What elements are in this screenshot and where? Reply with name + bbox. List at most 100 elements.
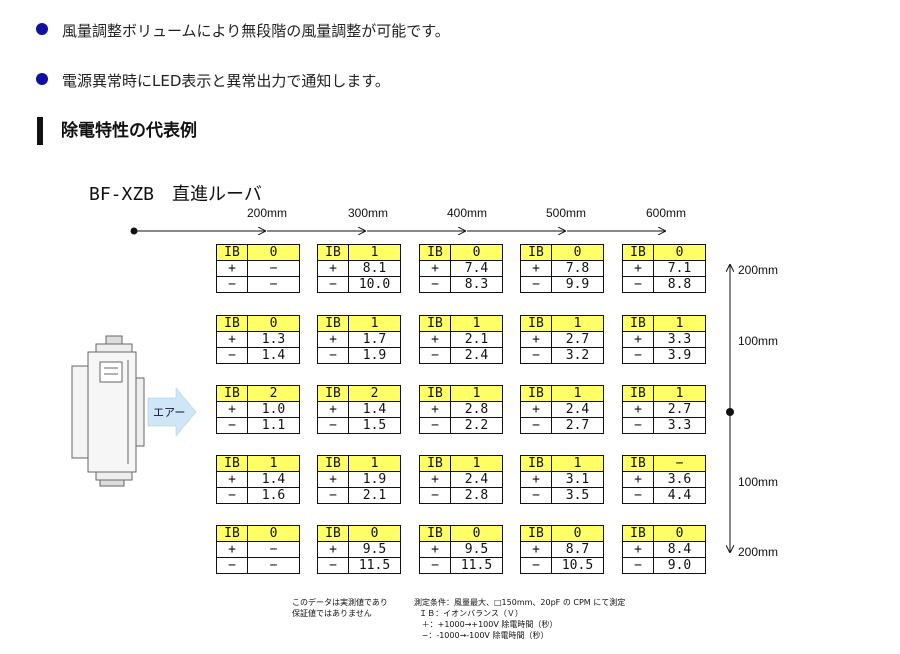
cell-key-ib: IB xyxy=(622,525,654,542)
cell-key-plus: + xyxy=(216,260,248,277)
cell-value-plus: 8.7 xyxy=(551,541,604,558)
cell-key-plus: + xyxy=(622,331,654,348)
distance-label-600: 600mm xyxy=(646,206,687,220)
cell-value-ib: 1 xyxy=(450,315,503,332)
cell-row-plus: +1.9 xyxy=(317,471,401,488)
cell-key-plus: + xyxy=(216,401,248,418)
cell-key-plus: + xyxy=(520,541,552,558)
side-label-bottom-100: 100mm xyxy=(738,475,779,489)
cell-key-minus: − xyxy=(520,557,552,574)
cell-value-plus: 3.1 xyxy=(551,471,604,488)
cell-row-plus: +3.3 xyxy=(622,331,706,348)
cell-row-minus: −4.4 xyxy=(622,487,706,504)
cell-row-plus: +1.4 xyxy=(216,471,300,488)
cell-row-plus: +1.4 xyxy=(317,401,401,418)
cell-key-ib: IB xyxy=(216,315,248,332)
cell-value-ib: 0 xyxy=(450,525,503,542)
cell-key-plus: + xyxy=(419,331,451,348)
cell-key-minus: − xyxy=(622,347,654,364)
cell-value-ib: 0 xyxy=(551,244,604,261)
distance-label-400: 400mm xyxy=(447,206,488,220)
cell-key-minus: − xyxy=(419,276,451,293)
distance-label-500: 500mm xyxy=(546,206,587,220)
cell-key-minus: − xyxy=(216,347,248,364)
cell-value-minus: 1.1 xyxy=(247,417,300,434)
cell-value-minus: 1.6 xyxy=(247,487,300,504)
cell-value-minus: 1.5 xyxy=(348,417,401,434)
cell-key-minus: − xyxy=(216,487,248,504)
cell-key-ib: IB xyxy=(317,315,349,332)
cell-value-ib: 2 xyxy=(247,385,300,402)
cell-row-plus: +− xyxy=(216,541,300,558)
cell-key-plus: + xyxy=(419,260,451,277)
section-title: 除電特性の代表例 xyxy=(37,117,197,145)
cell-value-ib: 1 xyxy=(653,315,706,332)
cell-value-plus: 7.4 xyxy=(450,260,503,277)
distance-label-200: 200mm xyxy=(247,206,288,220)
diagram-title: BF-XZB 直進ルーバ xyxy=(89,184,262,205)
cell-row-minus: −3.3 xyxy=(622,417,706,434)
cell-value-minus: − xyxy=(247,276,300,293)
cell-value-plus: 2.7 xyxy=(653,401,706,418)
cell-row-plus: +7.1 xyxy=(622,260,706,277)
air-label: エアー xyxy=(153,406,186,419)
cell-row-minus: −3.5 xyxy=(520,487,604,504)
cell-key-plus: + xyxy=(216,541,248,558)
cell-value-ib: 0 xyxy=(551,525,604,542)
cell-key-ib: IB xyxy=(317,385,349,402)
cell-row-plus: +9.5 xyxy=(317,541,401,558)
cell-value-ib: 1 xyxy=(551,455,604,472)
cell-key-plus: + xyxy=(317,401,349,418)
cell-key-minus: − xyxy=(317,487,349,504)
cell-key-ib: IB xyxy=(419,244,451,261)
cell-value-minus: 1.4 xyxy=(247,347,300,364)
cell-key-ib: IB xyxy=(622,315,654,332)
cell-value-ib: 0 xyxy=(653,525,706,542)
cell-row-plus: +2.7 xyxy=(520,331,604,348)
cell-key-ib: IB xyxy=(419,525,451,542)
cell-row-minus: −10.0 xyxy=(317,276,401,293)
cell-value-plus: 1.7 xyxy=(348,331,401,348)
cell-key-minus: − xyxy=(317,557,349,574)
cell-key-ib: IB xyxy=(216,385,248,402)
cell-row-minus: −2.1 xyxy=(317,487,401,504)
cell-value-minus: 10.5 xyxy=(551,557,604,574)
cell-row-minus: −3.2 xyxy=(520,347,604,364)
cell-value-minus: 2.4 xyxy=(450,347,503,364)
cell-key-minus: − xyxy=(317,347,349,364)
cell-key-minus: − xyxy=(216,417,248,434)
cell-key-plus: + xyxy=(216,331,248,348)
cell-row-minus: −2.7 xyxy=(520,417,604,434)
cell-value-minus: 11.5 xyxy=(348,557,401,574)
cell-key-minus: − xyxy=(520,487,552,504)
cell-key-ib: IB xyxy=(317,244,349,261)
cell-value-minus: 3.9 xyxy=(653,347,706,364)
cell-key-minus: − xyxy=(520,417,552,434)
cell-key-ib: IB xyxy=(317,455,349,472)
cell-value-ib: 1 xyxy=(348,455,401,472)
cell-row-minus: −8.3 xyxy=(419,276,503,293)
cell-row-plus: +2.7 xyxy=(622,401,706,418)
cell-key-ib: IB xyxy=(520,315,552,332)
cell-key-ib: IB xyxy=(216,525,248,542)
cell-row-minus: −11.5 xyxy=(317,557,401,574)
cell-key-plus: + xyxy=(216,471,248,488)
cell-key-minus: − xyxy=(622,417,654,434)
cell-value-ib: 0 xyxy=(653,244,706,261)
cell-row-minus: −2.4 xyxy=(419,347,503,364)
cell-value-minus: 4.4 xyxy=(653,487,706,504)
